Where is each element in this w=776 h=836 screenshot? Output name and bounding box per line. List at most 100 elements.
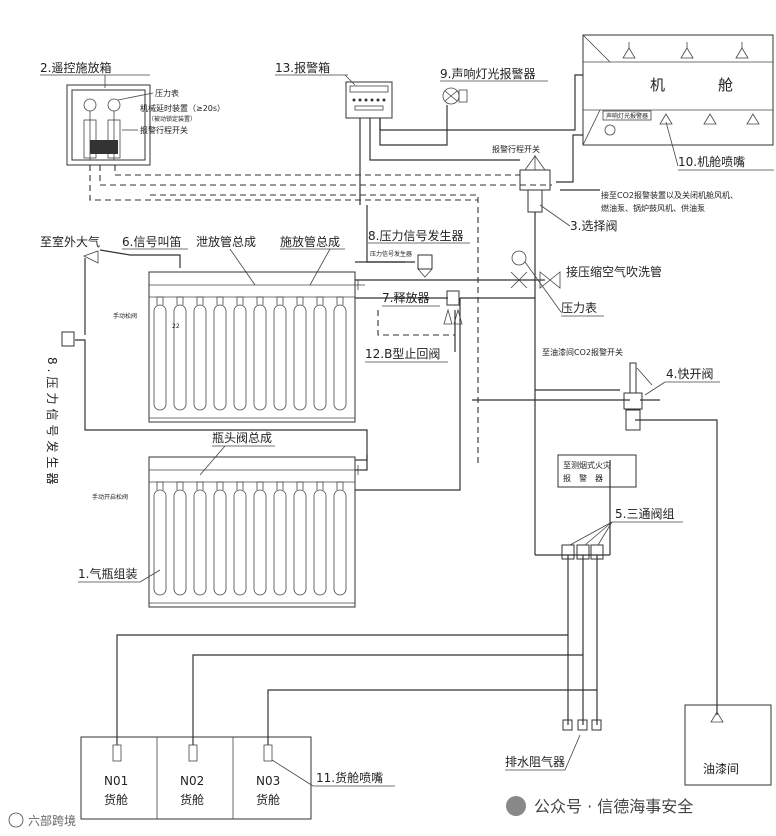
mech-delay-label: 机械延时装置（≥20s） bbox=[140, 103, 225, 113]
cargo-no3: N03 bbox=[256, 774, 280, 788]
pressure-signal-left bbox=[61, 331, 75, 347]
release-device-label: 7.释放器 bbox=[382, 290, 429, 305]
selector-valve bbox=[519, 155, 551, 213]
cylinder-valve-icon bbox=[176, 481, 184, 490]
drain-blocker-label: 排水阻气器 bbox=[505, 754, 565, 769]
cylinder-valve-icon bbox=[196, 296, 204, 305]
quick-open-valve-label: 4.快开阀 bbox=[666, 367, 713, 381]
gas-cylinder bbox=[253, 304, 267, 411]
cargo-hold-3: 货舱 bbox=[256, 792, 280, 807]
cylinder-valve-icon bbox=[276, 481, 284, 490]
gas-cylinder bbox=[313, 304, 327, 411]
cargo-nozzle-label: 11.货舱喷嘴 bbox=[316, 770, 383, 785]
gas-cylinder bbox=[213, 489, 227, 596]
cylinder-valve-icon bbox=[236, 296, 244, 305]
release-pipe-label: 施放管总成 bbox=[280, 234, 340, 249]
release-device bbox=[446, 290, 460, 306]
selector-valve-label: 3.选择阀 bbox=[570, 219, 617, 233]
pressure-gauge-icon bbox=[510, 250, 561, 289]
engine-nozzles bbox=[622, 42, 760, 125]
to-atmosphere-label: 至室外大气 bbox=[40, 234, 100, 249]
cylinder-valve-icon bbox=[336, 481, 344, 490]
cylinder-valve-icon bbox=[256, 296, 264, 305]
cylinder-valve-icon bbox=[316, 296, 324, 305]
engine-nozzle-label: 10.机舱喷嘴 bbox=[678, 155, 745, 169]
engine-room bbox=[582, 34, 774, 146]
three-way-valve-label: 5.三通阀组 bbox=[615, 507, 674, 521]
cargo-holds bbox=[80, 736, 312, 820]
signal-whistle-label: 6.信号叫笛 bbox=[122, 234, 181, 249]
sound-light-alarm-label: 9.声响灯光报警器 bbox=[440, 66, 535, 81]
alarm-box bbox=[345, 81, 393, 119]
connect-note-2: 燃油泵、锅炉鼓风机、供油泵 bbox=[601, 203, 705, 213]
label-22: 22 bbox=[172, 323, 180, 330]
watermark-left: 六部跨境 bbox=[28, 813, 76, 828]
alarm-switch-label: 报警行程开关 bbox=[492, 144, 540, 154]
sound-light-alarm-small-label: 声响灯光报警器 bbox=[606, 112, 648, 120]
gas-cylinder bbox=[193, 304, 207, 411]
cylinder-valve-icon bbox=[176, 296, 184, 305]
gas-cylinder bbox=[333, 304, 347, 411]
smoke-alarm-text-1: 至测烟式火灾 bbox=[563, 460, 611, 470]
paint-room bbox=[684, 704, 772, 786]
connect-note-1: 接至CO2报警装置以及关闭机舱风机、 bbox=[601, 190, 738, 200]
gas-cylinder bbox=[153, 489, 167, 596]
cylinder-valve-icon bbox=[316, 481, 324, 490]
sound-light-alarm-icon bbox=[442, 87, 468, 105]
vent-pipe-label: 泄放管总成 bbox=[196, 234, 256, 249]
cylinder-valve-icon bbox=[336, 296, 344, 305]
paint-room-nozzle-icon bbox=[710, 711, 724, 723]
pressure-gauge-small-label: 压力表 bbox=[155, 88, 179, 98]
whistle-icon bbox=[82, 250, 99, 264]
gas-cylinder bbox=[333, 489, 347, 596]
pressure-signal-generator bbox=[417, 254, 433, 278]
cylinder-valve-icon bbox=[156, 296, 164, 305]
smoke-alarm-box bbox=[557, 454, 637, 488]
cylinder-valve-icon bbox=[216, 481, 224, 490]
cylinder-valve-icon bbox=[296, 296, 304, 305]
cylinder-valve-icon bbox=[196, 481, 204, 490]
pressure-gauge-label: 压力表 bbox=[561, 301, 597, 315]
manual-unlock-label: 手动松阀 bbox=[113, 312, 137, 320]
paint-room-switch-label: 至油漆间CO2报警开关 bbox=[542, 347, 623, 357]
drain-blockers bbox=[562, 719, 602, 731]
pressure-signal-small-label: 压力信号发生器 bbox=[370, 250, 412, 258]
alarm-switch-left-label: 报警行程开关 bbox=[140, 125, 188, 135]
cylinder-head-label: 瓶头阀总成 bbox=[212, 431, 272, 445]
three-way-valves bbox=[561, 544, 604, 560]
cargo-hold-1: 货舱 bbox=[104, 792, 128, 807]
gas-cylinder bbox=[173, 304, 187, 411]
gas-cylinder bbox=[293, 304, 307, 411]
gas-cylinder bbox=[273, 489, 287, 596]
cylinder-group-label: 1.气瓶组装 bbox=[78, 566, 137, 581]
gas-cylinder bbox=[253, 489, 267, 596]
cargo-no1: N01 bbox=[104, 774, 128, 788]
cargo-hold-2: 货舱 bbox=[180, 792, 204, 807]
gas-cylinder bbox=[293, 489, 307, 596]
gas-cylinder bbox=[153, 304, 167, 411]
check-valve-label: 12.B型止回阀 bbox=[365, 347, 440, 361]
quick-open-valve bbox=[623, 362, 653, 431]
manual-open-unlock-label: 手动开启松阀 bbox=[92, 493, 128, 501]
watermark-logo-icon bbox=[8, 812, 24, 828]
cylinder-valve-icon bbox=[276, 296, 284, 305]
wechat-icon bbox=[506, 796, 526, 816]
pipe-network bbox=[75, 74, 718, 745]
alarm-box-label: 13.报警箱 bbox=[275, 60, 330, 75]
mech-delay-note: （被动锁定装置） bbox=[148, 115, 196, 123]
gas-cylinder bbox=[313, 489, 327, 596]
compressed-air-label: 接压缩空气吹洗管 bbox=[566, 264, 662, 279]
cylinder-valve-icon bbox=[296, 481, 304, 490]
gas-cylinder bbox=[193, 489, 207, 596]
paint-room-label: 油漆间 bbox=[703, 762, 739, 776]
engine-room-text-1: 机 bbox=[650, 76, 665, 94]
remote-release-box bbox=[66, 84, 151, 166]
cargo-no2: N02 bbox=[180, 774, 204, 788]
smoke-alarm-text-2: 报 警 器 bbox=[563, 473, 603, 483]
engine-room-text-2: 舱 bbox=[718, 76, 733, 94]
gas-cylinder bbox=[273, 304, 287, 411]
cylinder-valve-icon bbox=[256, 481, 264, 490]
gas-cylinder bbox=[173, 489, 187, 596]
watermark-right: 公众号 · 信德海事安全 bbox=[534, 797, 693, 816]
